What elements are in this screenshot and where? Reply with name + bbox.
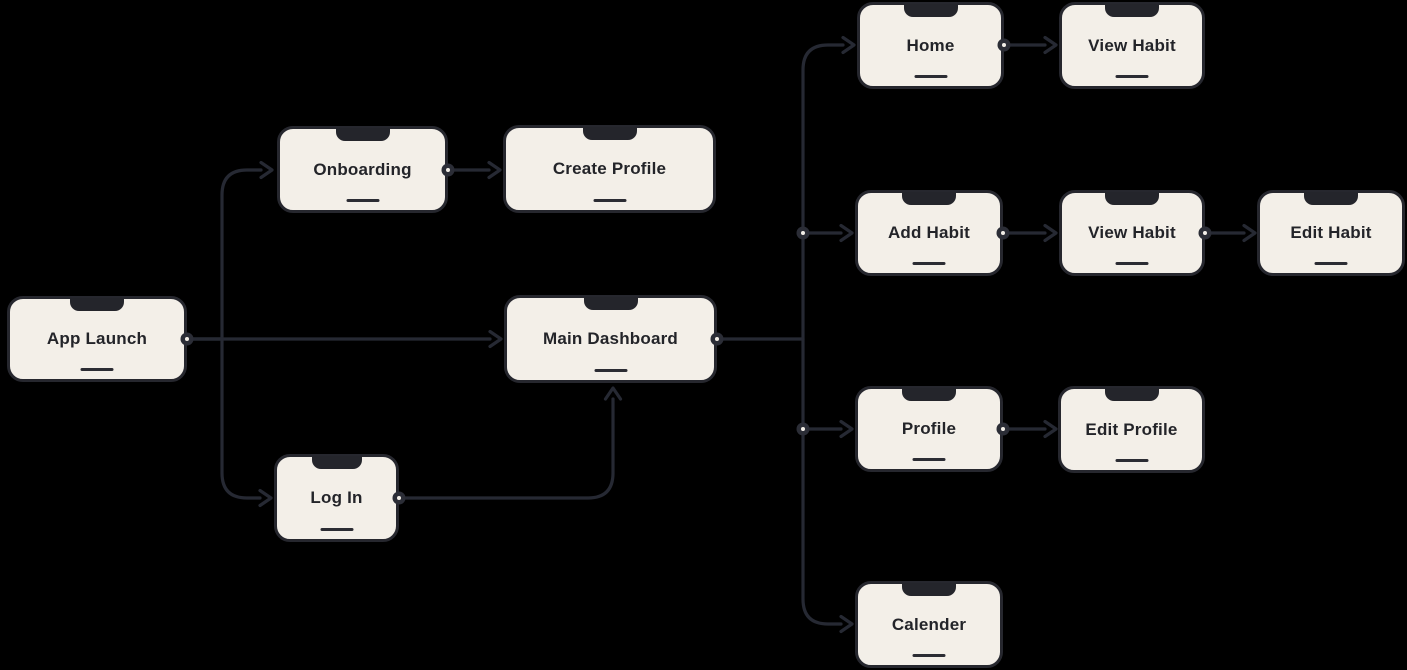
connector-dot-app-launch[interactable] — [180, 332, 194, 346]
connector-dot-main-dashboard[interactable] — [710, 332, 724, 346]
phone-notch — [311, 456, 362, 469]
junction-dot-profile-branch[interactable] — [796, 422, 810, 436]
edge-main-dashboard-to-add-habit[interactable] — [801, 223, 854, 243]
node-label: Home — [906, 35, 955, 55]
node-calender[interactable]: Calender — [855, 581, 1003, 668]
node-label: Profile — [901, 419, 957, 438]
phone-notch — [583, 297, 638, 310]
node-label: Add Habit — [887, 223, 971, 242]
connector-dot-profile[interactable] — [996, 422, 1010, 436]
connector-dot-home[interactable] — [997, 38, 1011, 52]
node-label: Calender — [891, 614, 967, 634]
phone-notch — [70, 298, 124, 311]
node-edit-habit[interactable]: Edit Habit — [1257, 190, 1405, 276]
node-label: View Habit — [1088, 35, 1176, 55]
node-add-habit[interactable]: Add Habit — [855, 190, 1003, 276]
phone-home-indicator — [346, 198, 379, 202]
connector-dot-add-habit[interactable] — [996, 226, 1010, 240]
junction-dot-add-habit-branch[interactable] — [796, 226, 810, 240]
connector-dot-onboarding[interactable] — [441, 163, 455, 177]
edge-main-dashboard-to-home[interactable] — [715, 35, 856, 341]
edge-log-in-to-main-dashboard[interactable] — [397, 386, 623, 500]
node-onboarding[interactable]: Onboarding — [277, 126, 448, 213]
node-label: View Habit — [1088, 223, 1176, 242]
edge-main-dashboard-to-profile[interactable] — [801, 419, 854, 439]
phone-home-indicator — [912, 457, 946, 461]
edge-add-habit-to-view-habit-2[interactable] — [1001, 223, 1058, 243]
phone-notch — [582, 127, 637, 140]
phone-home-indicator — [912, 261, 946, 265]
phone-notch — [1104, 388, 1159, 401]
node-log-in[interactable]: Log In — [274, 454, 399, 542]
edge-app-launch-to-onboarding[interactable] — [185, 160, 274, 341]
node-edit-profile[interactable]: Edit Profile — [1058, 386, 1205, 473]
phone-notch — [335, 128, 390, 141]
node-view-habit-1[interactable]: View Habit — [1059, 2, 1205, 89]
phone-notch — [902, 583, 956, 596]
phone-home-indicator — [1115, 261, 1149, 265]
phone-home-indicator — [1314, 261, 1348, 265]
phone-notch — [1304, 192, 1358, 205]
node-app-launch[interactable]: App Launch — [7, 296, 187, 382]
node-home[interactable]: Home — [857, 2, 1004, 89]
edge-view-habit-2-to-edit-habit[interactable] — [1203, 223, 1257, 243]
edge-onboarding-to-create-profile[interactable] — [446, 160, 502, 180]
edge-app-launch-to-log-in[interactable] — [185, 337, 273, 508]
node-main-dashboard[interactable]: Main Dashboard — [504, 295, 717, 383]
phone-home-indicator — [912, 653, 946, 657]
edge-profile-to-edit-profile[interactable] — [1001, 419, 1058, 439]
node-view-habit-2[interactable]: View Habit — [1059, 190, 1205, 276]
node-label: Edit Profile — [1085, 419, 1178, 439]
node-create-profile[interactable]: Create Profile — [503, 125, 716, 213]
edge-app-launch-to-main-dashboard[interactable] — [185, 329, 503, 349]
phone-notch — [1105, 4, 1159, 17]
phone-notch — [902, 192, 956, 205]
phone-home-indicator — [320, 527, 353, 531]
phone-notch — [902, 388, 956, 401]
node-label: Edit Habit — [1290, 223, 1372, 242]
connector-dot-view-habit-2[interactable] — [1198, 226, 1212, 240]
phone-home-indicator — [80, 367, 114, 371]
phone-home-indicator — [593, 198, 626, 202]
node-label: App Launch — [46, 329, 148, 348]
phone-home-indicator — [1115, 458, 1148, 462]
phone-notch — [903, 4, 958, 17]
connector-dot-log-in[interactable] — [392, 491, 406, 505]
phone-home-indicator — [1115, 74, 1149, 78]
phone-notch — [1105, 192, 1159, 205]
node-label: Main Dashboard — [542, 329, 679, 348]
edge-home-to-view-habit-1[interactable] — [1002, 35, 1058, 55]
edge-main-dashboard-to-calender[interactable] — [801, 337, 854, 634]
phone-home-indicator — [594, 368, 627, 372]
node-label: Onboarding — [313, 159, 412, 179]
node-label: Log In — [310, 488, 363, 507]
node-label: Create Profile — [552, 159, 667, 178]
phone-home-indicator — [914, 74, 947, 78]
